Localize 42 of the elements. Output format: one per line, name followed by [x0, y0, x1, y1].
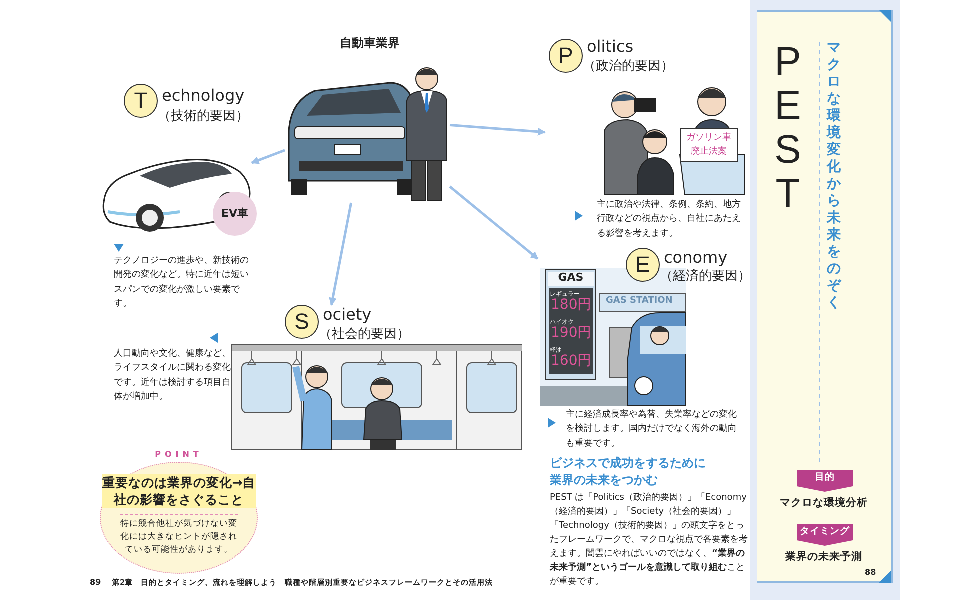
sign-text: GAS: [557, 271, 585, 284]
point-headline: 重要なのは業界の変化→自社の影響をさぐること: [102, 474, 256, 508]
price-text: 160円: [551, 353, 592, 370]
letter-badge: E: [626, 248, 660, 282]
letter-badge: T: [124, 84, 158, 118]
factor-subheading: （技術的要因）: [158, 108, 249, 125]
letter-badge: S: [285, 305, 319, 339]
description-text: 主に経済成長率や為替、失業率などの変化を検討します。国内だけでなく海外の動向も重要です。: [566, 408, 738, 451]
sign-text: GAS STATION: [606, 296, 673, 306]
timing-text: 業界の未来予測: [784, 550, 864, 564]
page-number: 89: [90, 578, 102, 587]
framework-title: PEST: [774, 40, 802, 216]
letter-badge: P: [549, 39, 583, 73]
vertical-subtitle: マクロな環境変化から未来をのぞく: [827, 40, 843, 312]
factor-subheading: （社会的要因）: [319, 326, 410, 343]
point-body: 特に競合他社が気づけない変化には大きなヒントが隠されている可能性があります。: [120, 514, 238, 556]
factor-subheading: （政治的要因）: [583, 58, 674, 75]
factor-subheading: （経済的要因）: [660, 268, 751, 285]
industry-label: 自動車業界: [340, 35, 400, 52]
factor-heading: olitics: [587, 37, 634, 56]
description-text: 人口動向や文化、健康など、ライフスタイルに関わる変化です。近年は検討する項目自体が増加中。: [114, 348, 232, 404]
description-text: テクノロジーの進歩や、新技術の開発の変化など。特に近年は短いスパンでの変化が激しい要素です。: [114, 254, 250, 312]
body-paragraph: PEST は「Politics（政治的要因）」「Economy（経済的要因）」「Society（社会的要因）」「Technology（技術的要因）」の頭文字をとったフレームワークで、マクロな視点で各要素を考えます。闇雲にやればいいのではなく、“業界の未来予測”というゴールを意識して取り組むことが重要です。: [550, 492, 749, 589]
arrow: [329, 202, 353, 306]
protest-sign: ガソリン車廃止法案: [680, 128, 738, 162]
price-text: 190円: [551, 325, 592, 342]
ev-badge: EV車: [213, 192, 257, 236]
ribbon-tag: タイミング: [797, 524, 853, 546]
page-number: 88: [865, 568, 876, 577]
sidebar-panel: [757, 10, 893, 583]
price-text: 180円: [551, 297, 592, 314]
arrow: [449, 186, 539, 260]
arrow: [450, 124, 546, 136]
factor-heading: conomy: [664, 248, 728, 267]
purpose-text: マクロな環境分析: [779, 496, 869, 510]
arrow: [251, 149, 286, 164]
description-text: 主に政治や法律、条例、条約、地方行政などの視点から、自社にあたえる影響を考えます。: [597, 198, 742, 241]
point-label: POINT: [154, 450, 204, 459]
ribbon-tag: 目的: [797, 470, 853, 492]
factor-heading: ociety: [323, 305, 372, 324]
section-heading: ビジネスで成功をするために業界の未来をつかむ: [550, 455, 707, 489]
factor-heading: echnology: [162, 86, 245, 105]
